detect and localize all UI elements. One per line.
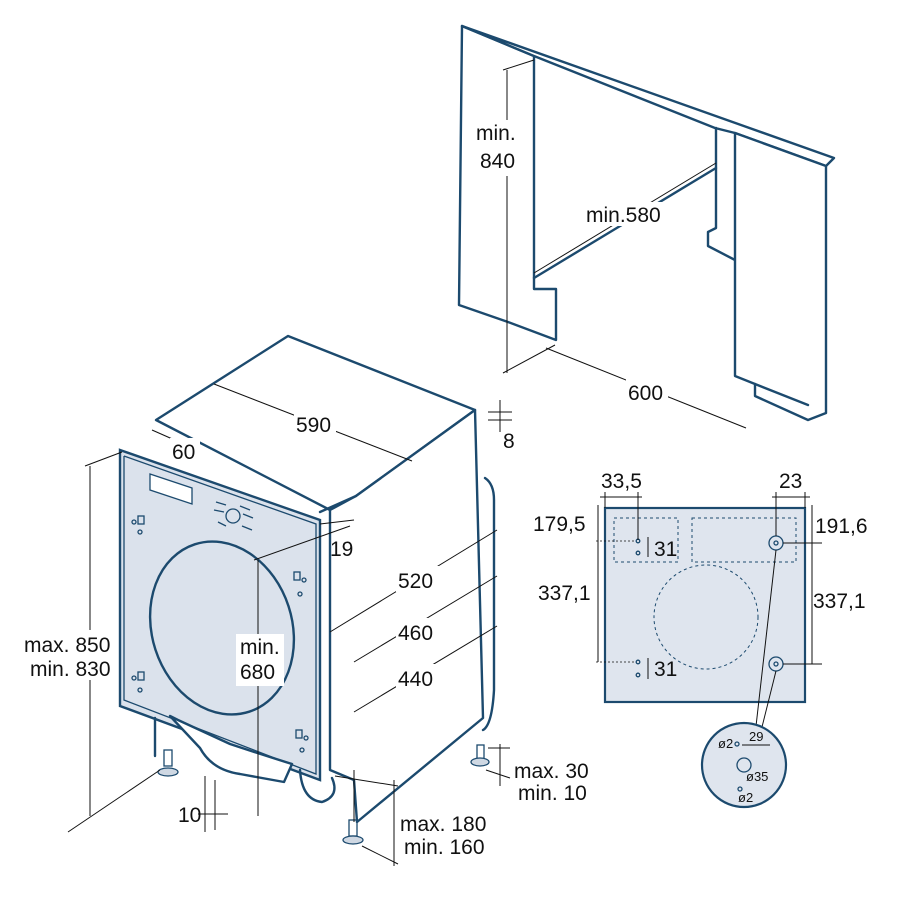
niche-depth-label: min.580: [586, 204, 661, 227]
plate-hole-gap-top-label: 31: [654, 538, 677, 561]
foot-front-left: [157, 749, 179, 777]
detail-small-hole-top-label: ø2: [718, 736, 733, 751]
plate-left-top-label: 179,5: [533, 513, 586, 536]
machine-440-label: 440: [398, 668, 433, 691]
dim-19-line: [319, 519, 355, 525]
plate-right-offset-label: 23: [779, 470, 802, 493]
foot-back-right: [470, 744, 490, 767]
drain-hose: [298, 768, 336, 804]
plinth-flap: [168, 714, 294, 784]
plate-porthole-outline: [653, 564, 759, 670]
machine-19-label: 19: [330, 538, 353, 561]
detail-leader-2: [759, 670, 777, 736]
niche-labels: min. 840 min.580 600: [474, 120, 668, 405]
program-knob: [225, 508, 241, 524]
hinge-cup-bottom-center: [773, 661, 779, 667]
machine-height-max-label: max. 850: [24, 634, 110, 657]
plate-left-recess: [613, 517, 679, 563]
foot-min-label: min. 10: [518, 782, 587, 805]
detail-hole-35: [736, 757, 752, 773]
dim-850-ext-bottom: [67, 769, 161, 833]
hinge-plate-labels: 33,5 23 179,5 191,6 337,1 337,1 31 31: [533, 470, 868, 681]
machine-door-height-label-1: min.: [240, 636, 280, 659]
niche-height-ext-top: [502, 59, 535, 71]
hinge-detail: [700, 721, 788, 809]
detail-small-hole-bottom-label: ø2: [738, 790, 753, 805]
machine-height-min-label: min. 830: [30, 658, 111, 681]
dim-plinth-ext-bottom: [361, 845, 399, 865]
machine-side: [328, 408, 485, 824]
machine-door-height-label-2: 680: [240, 661, 275, 684]
niche-width-ext-left: [502, 344, 556, 374]
detail-big-hole-label: ø35: [746, 769, 768, 784]
plate-right-spacing-label: 337,1: [813, 590, 866, 613]
detail-spacing-label: 29: [749, 729, 763, 744]
foot-max-label: max. 30: [514, 760, 589, 783]
door-hinge-marks: [131, 515, 309, 753]
niche-back-step: [706, 166, 737, 262]
door-porthole: [148, 540, 296, 716]
machine-labels: 590 60 8 19 520 460 440 max. 850 min. 83…: [22, 410, 589, 859]
door-plate: [603, 506, 807, 704]
plate-left-offset-label: 33,5: [601, 470, 642, 493]
detail-hole-small-top: [734, 741, 740, 747]
machine-10-label: 10: [178, 804, 201, 827]
machine-width-label: 590: [296, 414, 331, 437]
hinge-plate-dimensions: [596, 492, 822, 736]
display-window: [149, 473, 193, 505]
machine-460-label: 460: [398, 622, 433, 645]
hinge-cup-top-center: [773, 540, 779, 546]
foot-front-right: [342, 819, 364, 845]
plate-right-recess: [691, 517, 797, 563]
plinth-min-label: min. 160: [404, 836, 485, 859]
hole-top-left-2: [635, 550, 641, 556]
plinth-max-label: max. 180: [400, 813, 486, 836]
detail-circle: [700, 721, 788, 809]
dim-680-ext-top: [253, 525, 351, 561]
plate-right-top-label: 191,6: [815, 515, 868, 538]
niche-height-label-1: min.: [476, 122, 516, 145]
machine-front-inner-frame: [123, 455, 317, 775]
machine-520-label: 520: [398, 570, 433, 593]
hole-bottom-left-1: [635, 659, 641, 665]
machine-8-label: 8: [503, 430, 515, 453]
niche-right-wall: [733, 131, 828, 422]
detail-hole-small-bottom: [737, 786, 743, 792]
detail-labels: ø2 29 ø35 ø2: [718, 729, 768, 805]
plate-left-spacing-label: 337,1: [538, 582, 591, 605]
machine-60-label: 60: [172, 441, 195, 464]
detail-leader-1: [754, 549, 777, 736]
niche-height-label-2: 840: [480, 150, 515, 173]
hole-bottom-left-2: [635, 672, 641, 678]
dim-850-ext-top: [84, 451, 123, 467]
control-marks: [213, 501, 254, 531]
niche-right-foot-edge: [753, 382, 810, 407]
hinge-plate-drawing: [603, 506, 807, 704]
dim-plinth-ext-top: [334, 775, 399, 787]
machine-side-hose: [481, 476, 496, 732]
dim-foot-ext-bottom: [485, 769, 511, 779]
machine-front-panel: [118, 448, 322, 782]
machine-top-front-edge: [318, 494, 358, 514]
plate-hole-gap-bottom-label: 31: [654, 658, 677, 681]
niche-width-label: 600: [628, 382, 663, 405]
